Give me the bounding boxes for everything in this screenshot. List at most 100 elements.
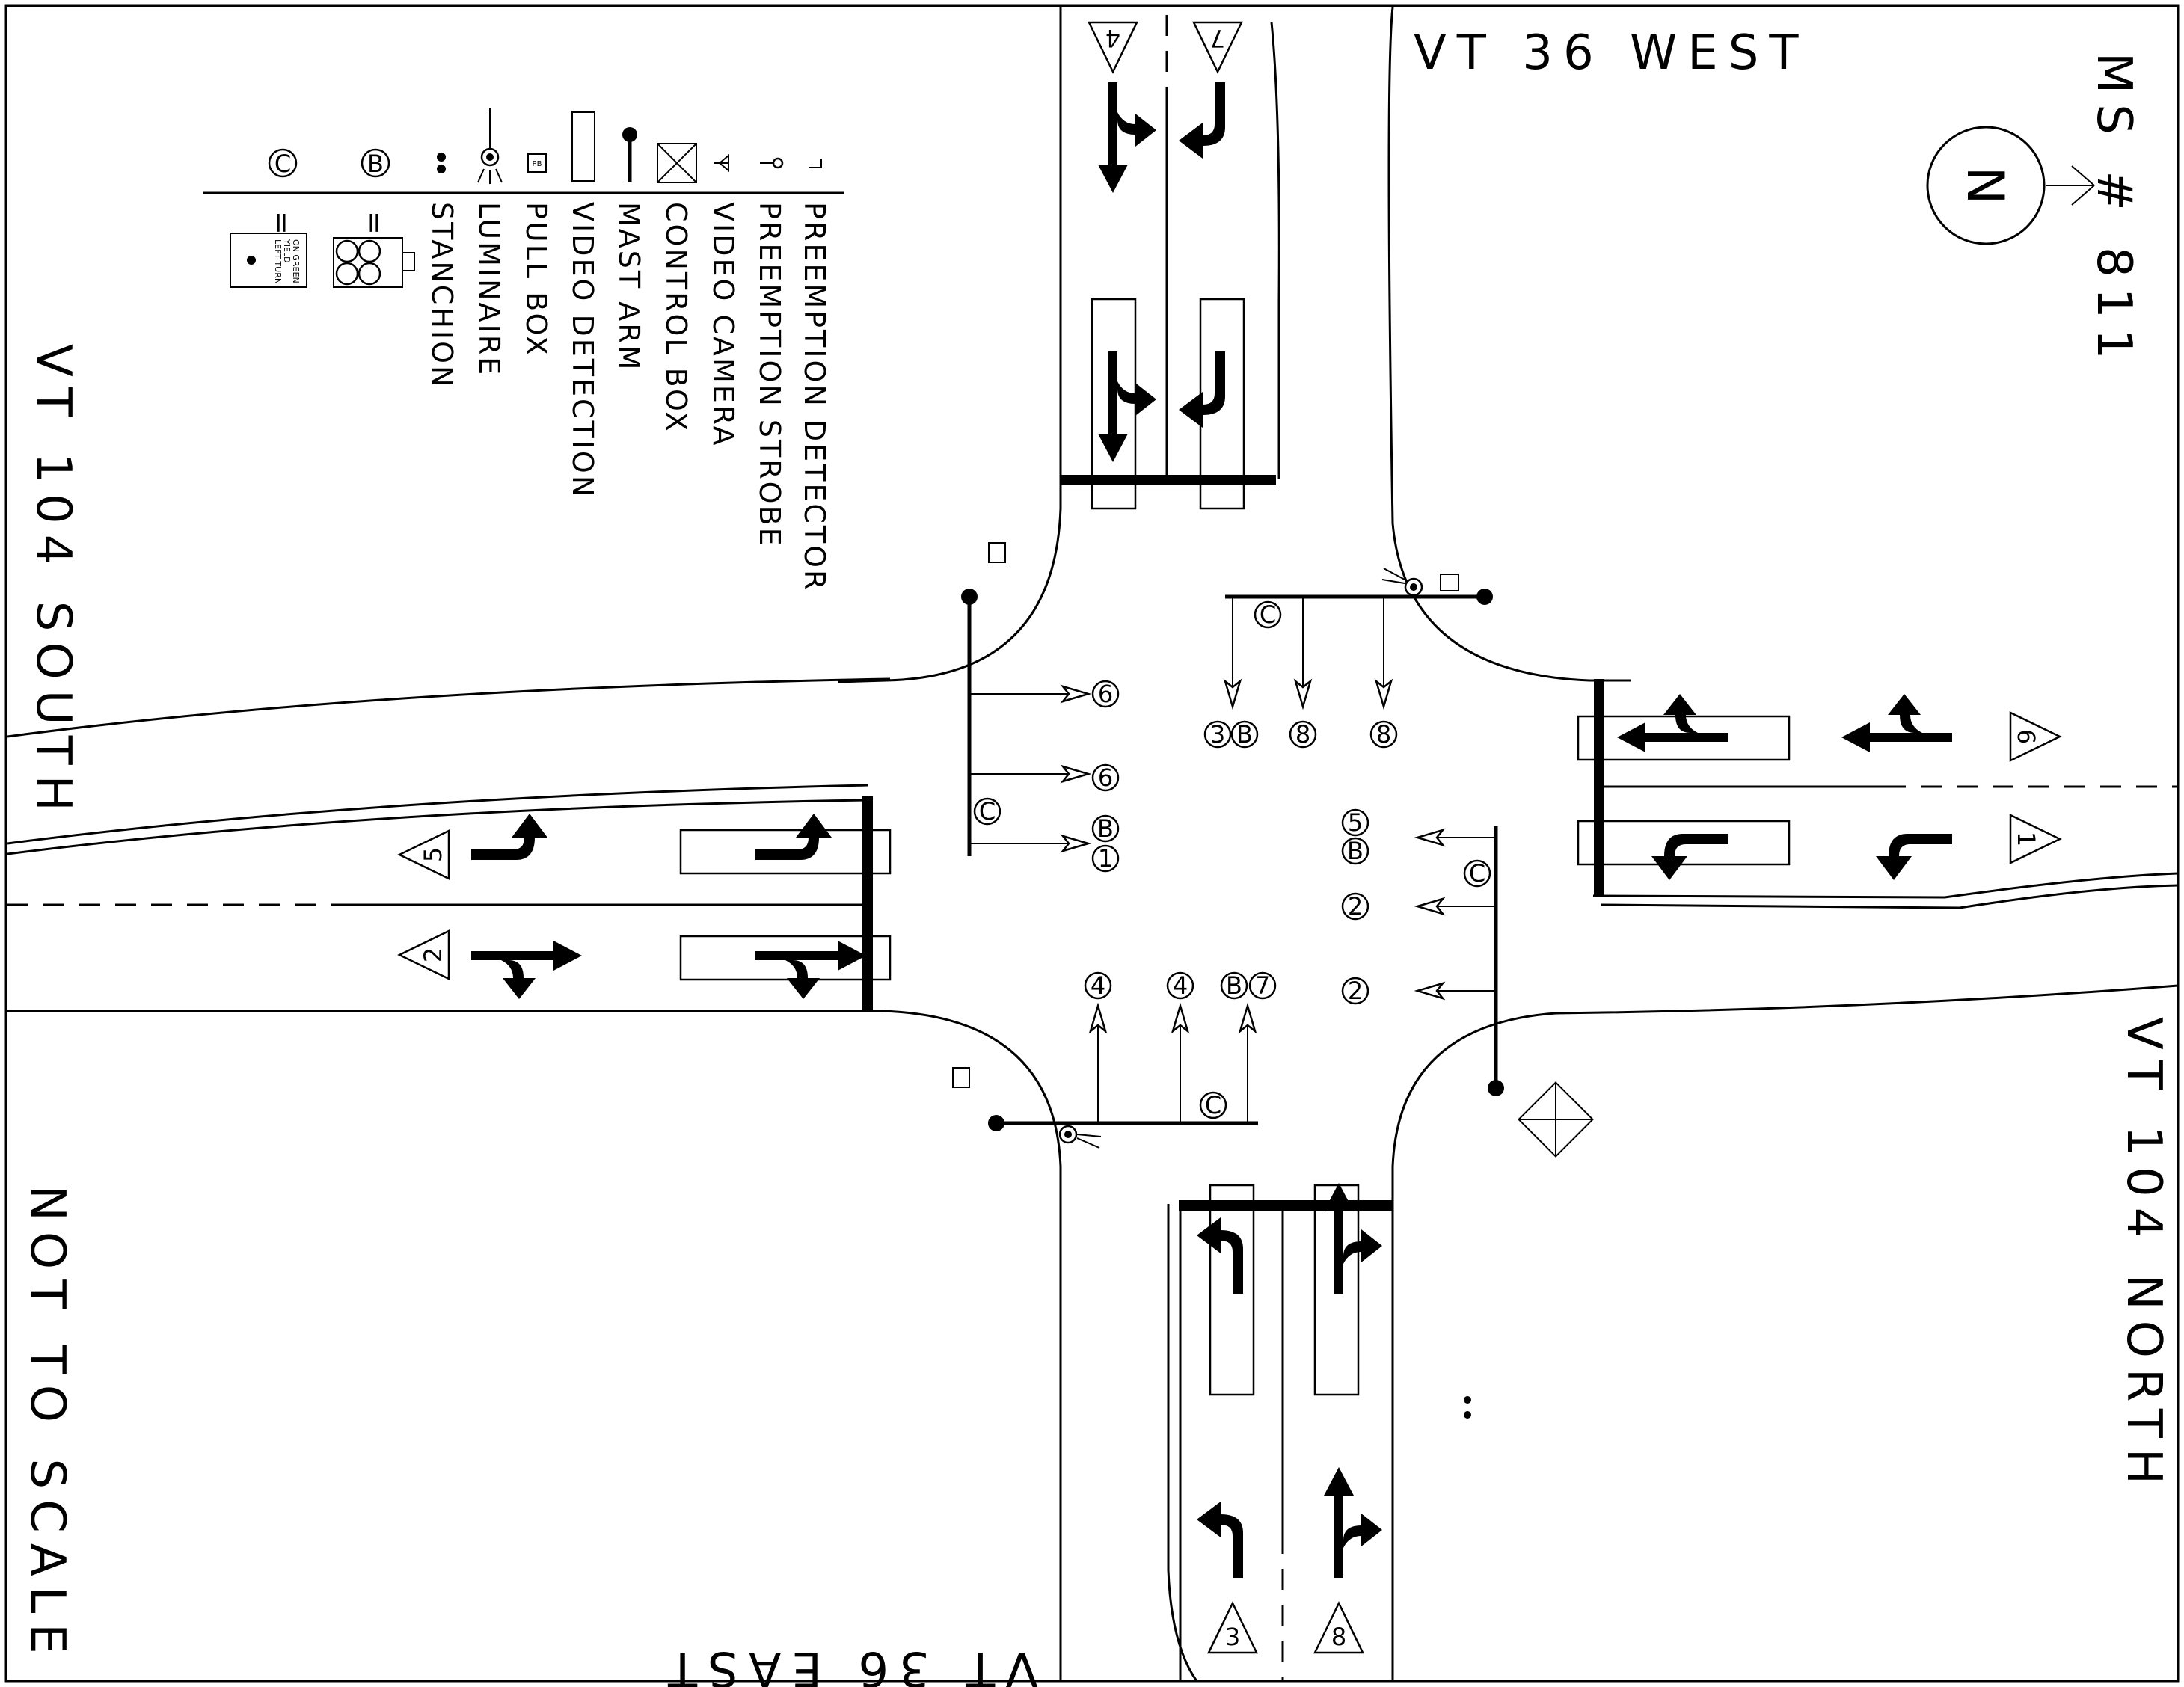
stanchion <box>1464 1396 1471 1419</box>
svg-text:C: C <box>274 150 291 178</box>
luminaire-sw <box>1058 1125 1102 1149</box>
legend-bubble-B <box>361 148 390 178</box>
phase-triangle-top-right-label: 7 <box>1210 24 1225 52</box>
head-ne-2-label: 8 <box>1295 720 1310 749</box>
legend-label-control-box: CONTROL BOX <box>660 202 693 434</box>
phase-triangle-bottom-left-label: 3 <box>1225 1623 1240 1651</box>
head-ne-3-label: 8 <box>1376 720 1391 749</box>
phase-triangle-left-upper: 5 <box>397 829 450 880</box>
head-se-1b <box>1341 837 1369 865</box>
lane-markings <box>7 15 2178 1681</box>
head-sw-1-label: 4 <box>1091 971 1105 1000</box>
lane-arrow-nb-thru-right-1 <box>1324 1183 1382 1294</box>
legend-item-stanchion: STANCHION <box>426 153 458 389</box>
phase-triangle-left-lower: 2 <box>397 929 450 980</box>
road-edges <box>7 7 2179 1682</box>
head-sw-2-label: 4 <box>1173 971 1188 1000</box>
phase-triangle-right-lower: 1 <box>2009 814 2062 864</box>
head-nw-c <box>973 797 1001 826</box>
lane-arrow-eb-left-1 <box>471 814 547 860</box>
phase-triangle-top-left-label: 4 <box>1105 24 1120 52</box>
legend-sign-box <box>230 233 307 288</box>
lane-arrow-wb-left-2 <box>1651 834 1728 880</box>
detection-zones <box>679 298 1791 1396</box>
phase-triangle-left-lower-label: 2 <box>419 947 447 962</box>
street-label-vt36-east: VT 36 EAST <box>657 1641 1038 1687</box>
head-se-c-label: C <box>1469 859 1485 888</box>
drawing-title: MS # 811 <box>2086 52 2141 369</box>
stop-bars <box>862 475 1604 1211</box>
head-ne-1-label: 3 <box>1210 720 1225 749</box>
head-se-1-label: 5 <box>1348 808 1363 837</box>
head-ne-1 <box>1203 720 1232 749</box>
head-sw-3b-label: B <box>1226 971 1242 1000</box>
head-sw-c-label: C <box>1205 1091 1221 1119</box>
head-se-2-label: 2 <box>1348 892 1363 921</box>
head-sw-2 <box>1166 971 1194 1000</box>
head-nw-3b-label: B <box>1097 814 1114 843</box>
phase-triangle-right-upper: 6 <box>2009 711 2062 762</box>
head-nw-1-label: 6 <box>1098 680 1113 708</box>
legend-item-preemption-strobe: PREEMPTION STROBE <box>753 157 786 548</box>
phase-triangle-top-right: 7 <box>1192 21 1243 74</box>
north-label: N <box>1955 167 2014 205</box>
svg-text:LEFT TURN: LEFT TURN <box>273 239 283 284</box>
legend-label-stanchion: STANCHION <box>426 202 458 389</box>
head-se-c <box>1463 859 1491 888</box>
lane-arrow-wb-thru-right-2 <box>1617 694 1728 752</box>
legend-label-video-camera: VIDEO CAMERA <box>707 202 740 448</box>
lane-arrow-nb-thru-right-2 <box>1324 1467 1382 1578</box>
head-sw-3b <box>1220 971 1248 1000</box>
phase-triangle-bottom-left: 3 <box>1207 1601 1258 1654</box>
head-nw-3 <box>1091 844 1120 873</box>
legend-label-pull-box: PULL BOX <box>520 202 553 357</box>
legend-item-video-camera: VIDEO CAMERA <box>707 153 740 448</box>
head-ne-1b <box>1230 720 1259 749</box>
lane-arrow-wb-left-1 <box>1876 834 1952 880</box>
lane-arrow-sb-right-1 <box>1179 82 1225 159</box>
lane-arrow-sb-right-2 <box>1179 351 1225 428</box>
street-label-vt36-west: VT 36 WEST <box>1414 25 1809 81</box>
lane-arrow-eb-thru-right-1 <box>471 941 582 999</box>
head-ne-1b-label: B <box>1236 720 1253 749</box>
phase-triangle-bottom-right-label: 8 <box>1331 1623 1346 1651</box>
scale-note: NOT TO SCALE <box>19 1185 75 1665</box>
street-label-vt104-north: VT 104 NORTH <box>2116 1017 2171 1495</box>
head-ne-2 <box>1289 720 1317 749</box>
head-ne-c-label: C <box>1260 600 1276 629</box>
head-ne-3 <box>1369 720 1398 749</box>
phase-triangle-left-upper-label: 5 <box>419 847 447 862</box>
head-nw-c-label: C <box>979 797 996 826</box>
svg-text:=: = <box>358 211 391 237</box>
legend-item-luminaire: LUMINAIRE <box>473 108 506 377</box>
svg-text:ON GREEN: ON GREEN <box>291 239 301 283</box>
head-nw-3-label: 1 <box>1098 844 1113 873</box>
lane-arrow-nb-left-1 <box>1197 1217 1243 1294</box>
legend-item-mast-arm: MAST ARM <box>613 127 645 372</box>
head-nw-1 <box>1091 680 1120 708</box>
head-nw-2-label: 6 <box>1098 763 1113 792</box>
head-sw-3-label: 7 <box>1255 971 1270 1000</box>
phase-triangle-right-upper-label: 6 <box>2012 729 2040 744</box>
phase-triangle-bottom-right: 8 <box>1313 1601 1364 1654</box>
legend-label-luminaire: LUMINAIRE <box>473 202 506 377</box>
lane-arrow-eb-thru-right-2 <box>755 941 866 999</box>
street-label-vt104-south: VT 104 SOUTH <box>25 344 81 822</box>
head-sw-3 <box>1248 971 1277 1000</box>
head-ne-c <box>1254 600 1282 629</box>
phase-triangle-top-left: 4 <box>1088 21 1138 74</box>
lane-arrow-wb-thru-right-1 <box>1841 694 1952 752</box>
legend-item-control-box: CONTROL BOX <box>657 143 697 434</box>
legend-label-mast-arm: MAST ARM <box>613 202 645 372</box>
head-se-1b-label: B <box>1347 837 1364 865</box>
lane-arrow-nb-left-2 <box>1197 1502 1243 1578</box>
lane-arrow-sb-thru-left-1 <box>1098 82 1156 193</box>
head-se-3-label: 2 <box>1348 977 1363 1005</box>
head-se-2 <box>1341 892 1369 921</box>
svg-text:B: B <box>367 150 384 178</box>
head-nw-2 <box>1091 763 1120 792</box>
luminaire-ne <box>1381 568 1423 597</box>
legend-label-video-detection: VIDEO DETECTION <box>566 202 599 499</box>
